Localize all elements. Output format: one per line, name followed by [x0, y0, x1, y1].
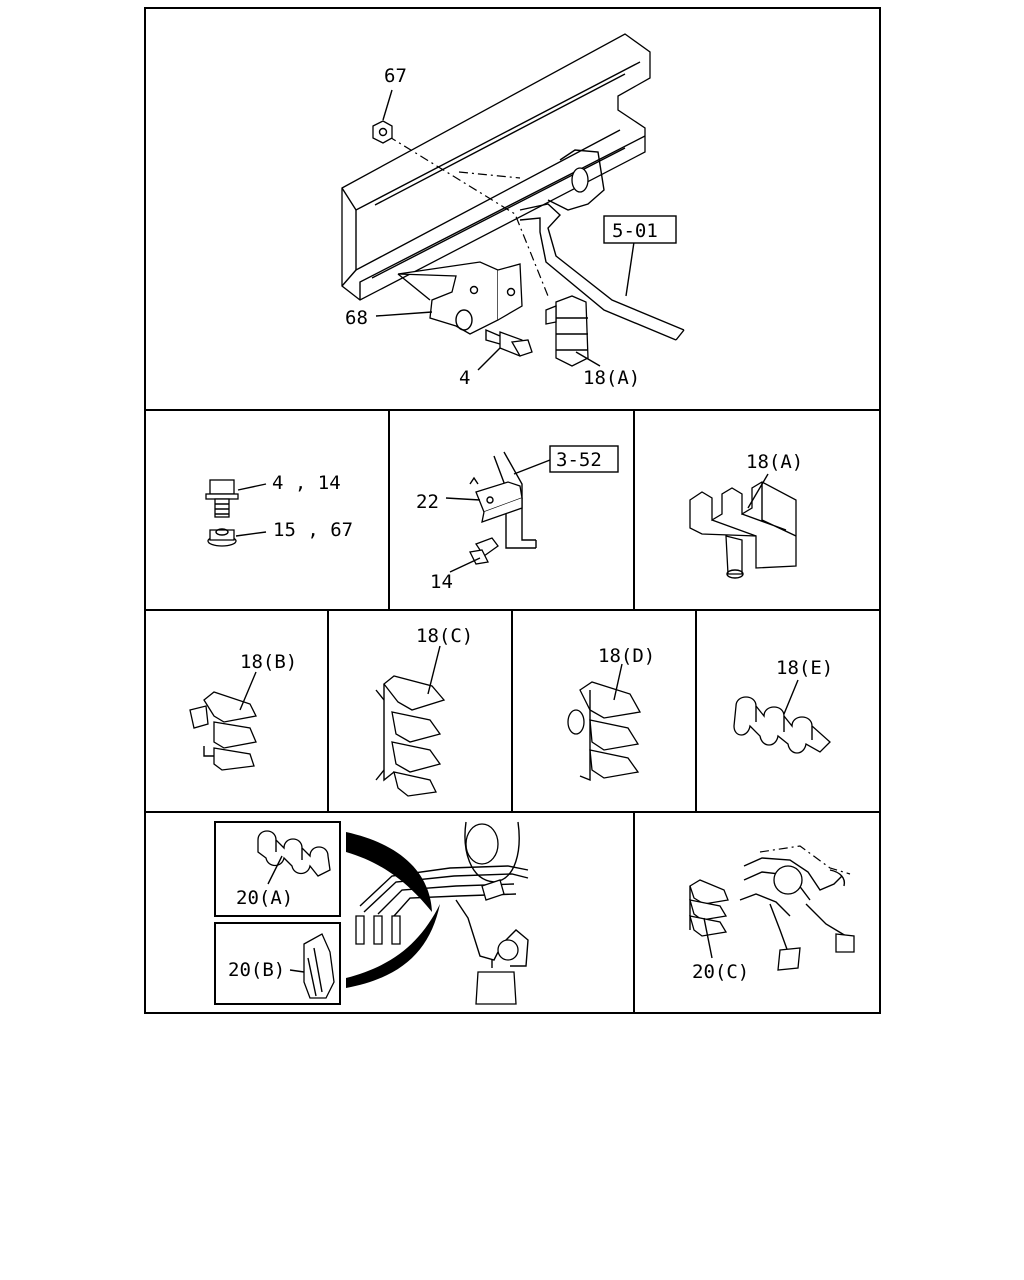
frame-rail	[341, 33, 651, 301]
label-18d: 18(D)	[598, 645, 655, 667]
panel-clip-22: 3-52 22 14	[416, 445, 619, 593]
leader-18c	[427, 645, 441, 695]
label-67: 67	[384, 65, 407, 87]
clip-18e	[733, 696, 831, 754]
pin-mark	[469, 476, 479, 485]
nut-67	[372, 120, 393, 144]
brake-pipe	[519, 149, 685, 341]
detail-box-20a	[214, 821, 341, 917]
panel-clip-18d: 18(D)	[567, 645, 655, 782]
leader-18b	[239, 671, 257, 711]
leader-bolt	[237, 483, 267, 491]
leader-18d	[613, 663, 623, 701]
label-22: 22	[416, 491, 439, 513]
pipe-3-52	[493, 451, 537, 549]
panel-clip-18b: 18(B)	[189, 651, 297, 771]
label-18b: 18(B)	[240, 651, 297, 673]
leader-20a	[267, 855, 283, 885]
clip-20a	[257, 830, 331, 877]
label-20a: 20(A)	[236, 887, 293, 909]
leader-18e	[783, 679, 799, 715]
centerline	[458, 171, 521, 179]
clip-18a-small	[545, 295, 589, 367]
leader-20c	[703, 917, 713, 959]
leader-14	[449, 557, 481, 573]
brake-assembly	[355, 821, 529, 1005]
panel-main-assembly: 67 5-01 68 4 18(A)	[341, 33, 685, 389]
label-20b: 20(B)	[228, 959, 285, 981]
clip-18d	[567, 681, 642, 782]
label-14: 14	[430, 571, 453, 593]
clip-18c	[375, 675, 446, 797]
ref-box-5-01	[603, 215, 677, 244]
clip-18b	[189, 691, 257, 771]
label-4: 4	[459, 367, 470, 389]
panel-bolt-nut: 4 , 14 15 , 67	[205, 472, 353, 547]
label-18c: 18(C)	[416, 625, 473, 647]
panel-clips-20ab: 20(A) 20(B)	[214, 821, 529, 1005]
leader-18a	[575, 351, 601, 367]
label-18a: 18(A)	[746, 451, 803, 473]
label-20c: 20(C)	[692, 961, 749, 983]
leader-68	[375, 311, 433, 317]
leader-20b	[289, 969, 305, 973]
ref-box-3-52	[549, 445, 619, 473]
bracket-68	[397, 261, 523, 335]
clip-18a	[689, 481, 797, 579]
clip-20b	[303, 933, 335, 999]
flange-nut-icon	[207, 528, 237, 547]
flange-bolt-icon	[205, 479, 239, 518]
diagram-frame	[144, 7, 881, 1014]
callout-arrow-bottom	[346, 904, 440, 988]
panel-clip-18e: 18(E)	[733, 657, 833, 754]
leader-5-01	[625, 241, 635, 297]
leader-18a	[747, 473, 769, 509]
clip-20c	[689, 879, 729, 937]
leader-3-52	[513, 459, 551, 475]
detail-box-20b	[214, 922, 341, 1005]
leader-22	[445, 497, 481, 501]
pedal-assembly	[739, 845, 855, 971]
leader-4	[477, 347, 501, 371]
leader-nut	[235, 531, 267, 537]
label-18e: 18(E)	[776, 657, 833, 679]
label-nut-numbers: 15 , 67	[273, 519, 353, 541]
callout-arrow-top	[346, 832, 432, 912]
panel-clip-18a: 18(A)	[689, 451, 803, 579]
label-68: 68	[345, 307, 368, 329]
label-18a-main: 18(A)	[583, 367, 640, 389]
panel-clip-20c: 20(C)	[689, 845, 855, 983]
bolt-4	[485, 328, 533, 357]
leader-67	[382, 89, 393, 121]
clip-22	[475, 481, 523, 523]
label-ref-5-01: 5-01	[612, 220, 658, 242]
label-ref-3-52: 3-52	[556, 449, 602, 471]
label-bolt-numbers: 4 , 14	[272, 472, 341, 494]
panel-clip-18c: 18(C)	[375, 625, 473, 797]
